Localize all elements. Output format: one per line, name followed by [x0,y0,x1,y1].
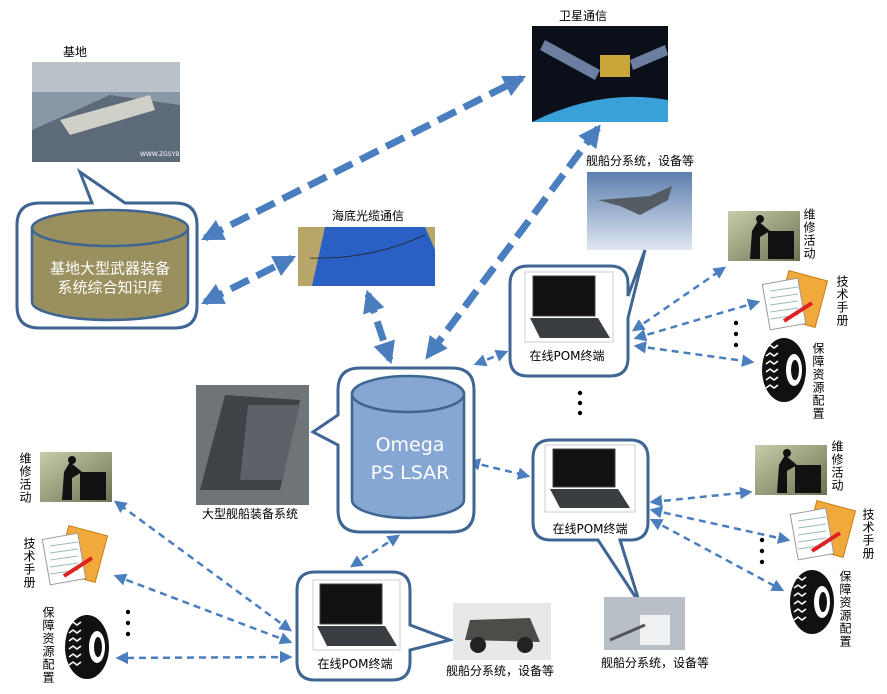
maintenance-label: 维修活动 [830,440,844,492]
subsystem-label-1: 舰船分系统，设备等 [585,154,695,168]
supply-label: 保障资源配置 [838,570,852,648]
laptop-icon [312,579,401,651]
pom2-manual-link [649,506,791,544]
svg-text:WWW.ZGSYB.COM: WWW.ZGSYB.COM [140,151,195,158]
lsar-title-1: Omega [375,434,445,456]
lsar-cylinder [350,374,466,520]
pom2-supply-link [649,518,785,592]
maintenance-activity-icon [40,452,112,502]
pom-terminal-label-2[interactable]: 在线POM终端 [552,522,628,536]
technical-manual-icon [761,270,829,331]
base-cable-link [201,254,296,306]
subsystem-label-3: 舰船分系统，设备等 [445,664,555,678]
base-label: 基地 [62,45,88,59]
tire-icon [790,570,834,634]
technical-manual-icon [789,500,857,561]
supply-label: 保障资源配置 [811,342,825,420]
pom1-maintenance-link [631,266,727,332]
lsar-pom1-link [473,349,509,367]
cable-lsar-link [363,289,395,365]
aircraft-carrier-image [196,385,309,505]
pom1-supply-link [633,341,755,367]
pom-terminal-label-3[interactable]: 在线POM终端 [317,657,393,671]
satellite-label: 卫星通信 [558,9,608,23]
technical-manual-icon [41,525,109,586]
maintenance-label: 维修活动 [18,452,32,504]
pom1-manual-link [633,298,761,342]
knowledge-base-title-1: 基地大型武器装备 [49,259,171,278]
lsar-pom3-link [349,534,401,568]
subsystem-label-2: 舰船分系统，设备等 [600,656,710,670]
manual-label: 技术手册 [861,508,875,560]
tire-icon [762,338,806,402]
base-port-image: WWW.ZGSYB.COM [32,62,195,162]
fighter-jet-image [587,172,692,250]
undersea-cable-map [298,227,435,286]
ellipsis-dots [125,320,765,637]
laptop-icon [524,271,614,343]
maintenance-activity-icon [755,445,827,495]
manual-label: 技术手册 [22,537,36,589]
manual-label: 技术手册 [835,275,849,327]
knowledge-base-title-2: 系统综合知识库 [57,278,163,297]
maintenance-activity-icon [728,211,800,261]
pom2-maintenance-link [649,486,753,508]
base-satellite-link [201,74,526,242]
laptop-icon [544,444,636,513]
armored-vehicle-image [453,603,551,660]
maintenance-label: 维修活动 [802,208,816,260]
undersea-cable-label: 海底光缆通信 [331,209,405,223]
lsar-title-2: PS LSAR [370,462,450,484]
satellite-lsar-link [425,124,601,360]
lsar-pom2-link [467,458,531,480]
supply-label: 保障资源配置 [41,606,55,684]
satellite-image [532,26,668,122]
ship-label: 大型舰船装备系统 [201,507,299,521]
pom3-manual-link [113,573,293,645]
pom3-supply-link [115,650,293,665]
pom-terminal-label-1[interactable]: 在线POM终端 [529,349,605,363]
naval-gun-image [604,597,685,650]
tire-icon [65,615,109,679]
knowledge-base-cylinder [30,208,190,322]
